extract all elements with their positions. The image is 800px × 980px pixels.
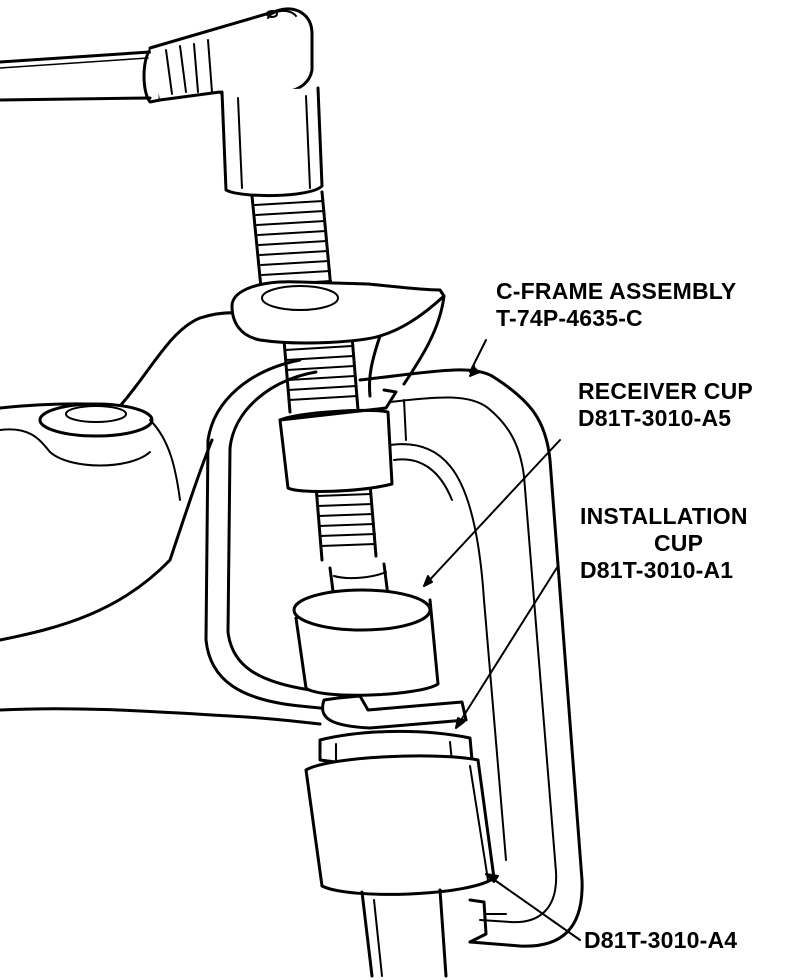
control-arm	[0, 311, 322, 726]
ratchet-handle	[0, 46, 164, 104]
socket	[220, 86, 324, 198]
ratchet-head	[148, 7, 314, 102]
receiver-cup-label: RECEIVER CUP D81T-3010-A5	[578, 378, 753, 432]
leader-lines	[423, 339, 581, 941]
ball-joint-flange	[230, 280, 446, 398]
receiver-block	[278, 388, 398, 493]
c-frame	[204, 358, 584, 948]
installation-cup-part-number: D81T-3010-A1	[580, 557, 734, 583]
installation-cup-name: INSTALLATION	[580, 503, 748, 529]
c-frame-name: C-FRAME ASSEMBLY	[496, 278, 737, 304]
installation-cup	[292, 562, 440, 697]
receiver-cup-name: RECEIVER CUP	[578, 378, 753, 404]
installation-cup-name-cont: CUP	[654, 530, 704, 556]
adapter-cup	[304, 754, 496, 978]
installation-cup-label: INSTALLATION CUP D81T-3010-A1	[580, 503, 748, 584]
adapter-part-number: D81T-3010-A4	[584, 927, 738, 953]
c-frame-assembly-label: C-FRAME ASSEMBLY T-74P-4635-C	[496, 278, 736, 332]
receiver-cup-part-number: D81T-3010-A5	[578, 405, 732, 431]
adapter-label: D81T-3010-A4	[584, 927, 737, 954]
lower-cup	[318, 694, 474, 766]
forcing-screw	[250, 190, 378, 562]
c-frame-part-number: T-74P-4635-C	[496, 305, 643, 331]
